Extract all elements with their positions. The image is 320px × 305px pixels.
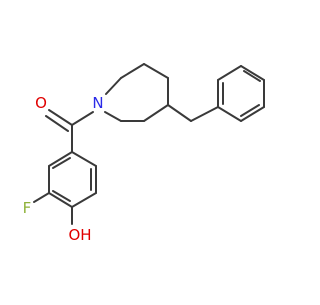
- structure-drawing: O N F OH: [23, 63, 265, 244]
- piperidine-nitrogen-label: N: [92, 94, 103, 112]
- fluorophenol-ring: [48, 151, 97, 208]
- carbonyl-oxygen-label: O: [35, 94, 47, 112]
- molecule-diagram: O N F OH: [23, 63, 265, 244]
- amide-bonds: [45, 109, 94, 153]
- benzylic-ch2-bond: [167, 104, 219, 122]
- hydroxyl-label: OH: [68, 226, 91, 244]
- benzyl-phenyl-ring: [217, 65, 265, 122]
- fluorine-label: F: [23, 199, 32, 217]
- substituent-bonds: [33, 192, 73, 225]
- piperidine-ring: [104, 63, 169, 122]
